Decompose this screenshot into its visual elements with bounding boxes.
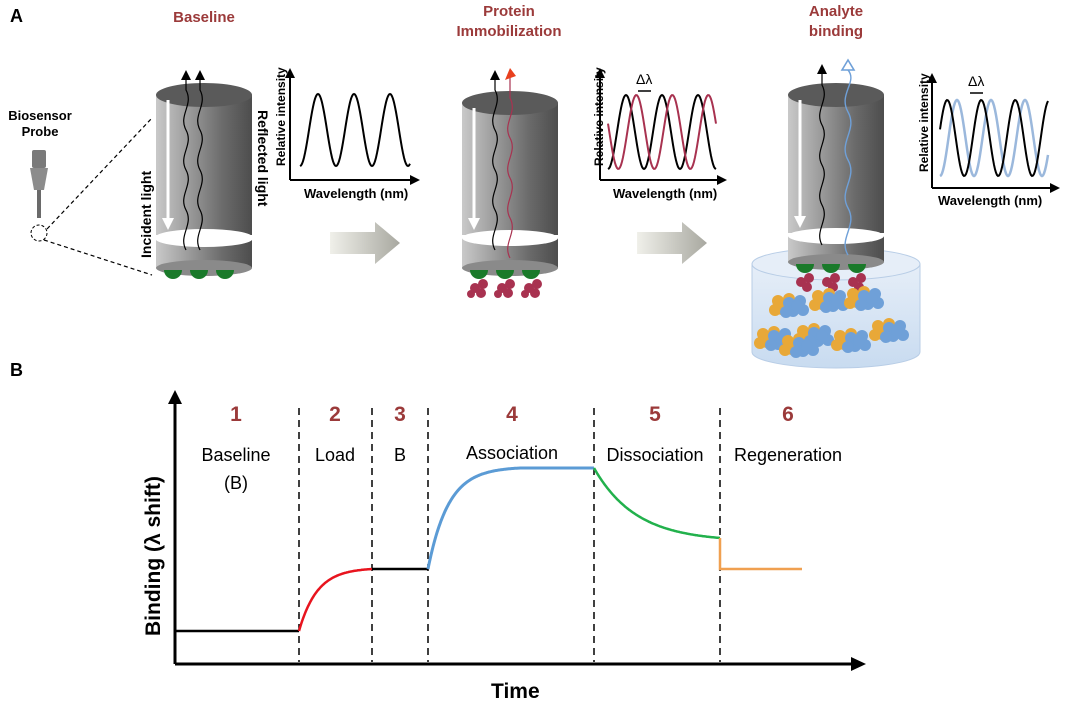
phase-1-name-line1: Baseline: [201, 445, 270, 465]
process-arrow-1: [330, 222, 400, 264]
biosensor-probe-icon: [30, 117, 153, 276]
incident-light-label: Incident light: [138, 171, 154, 258]
sensor-tip-analyte: [751, 58, 921, 369]
stage-title-analyte-line1: Analyte: [809, 3, 863, 20]
analyte-molecule-icon: [844, 286, 884, 311]
analyte-molecule-icon: [809, 288, 849, 313]
process-arrow-2: [637, 222, 707, 264]
phase-3-name: B: [394, 445, 406, 465]
curve-segment-dissociation: [592, 467, 721, 540]
plot2-xlabel: Wavelength (nm): [613, 186, 717, 201]
panel-b-letter: B: [10, 360, 23, 380]
sensor-tip-baseline: [155, 70, 253, 279]
analyte-molecule-icon: [831, 328, 871, 353]
plot3-xlabel: Wavelength (nm): [938, 193, 1042, 208]
phase-5-name: Dissociation: [606, 445, 703, 465]
stage-title-baseline: Baseline: [173, 9, 235, 26]
spectrum-plot-baseline: [285, 68, 420, 185]
analyte-molecule-icon: [869, 318, 909, 343]
spectrum-plot-protein: [595, 68, 727, 185]
phase-6-number: 6: [782, 403, 794, 426]
phase-4-name: Association: [466, 443, 558, 463]
phase-1-number: 1: [230, 403, 242, 426]
probe-label-line2: Probe: [22, 124, 59, 139]
panel-a-letter: A: [10, 6, 23, 26]
phase-5-number: 5: [649, 403, 661, 426]
plot3-shift-label: Δλ: [968, 73, 984, 89]
curve-segment-regeneration: [718, 538, 802, 571]
sensor-tip-protein: [462, 68, 558, 298]
curve-segment-load: [297, 567, 373, 632]
stage-title-protein-line1: Protein: [483, 3, 535, 20]
stage-title-protein-line2: Immobilization: [457, 23, 562, 40]
analyte-molecule-icon: [779, 333, 819, 358]
sensorgram-axes: [168, 390, 866, 671]
stage-title-analyte-line2: binding: [809, 23, 863, 40]
plot3-ylabel: Relative intensity: [917, 73, 931, 172]
phase-6-name: Regeneration: [734, 445, 842, 465]
plot1-xlabel: Wavelength (nm): [304, 186, 408, 201]
phase-1-name-line2: (B): [224, 473, 248, 493]
reflected-light-label: Reflected light: [255, 110, 271, 207]
phase-4-number: 4: [506, 403, 518, 426]
plot1-ylabel: Relative intensity: [274, 67, 288, 166]
sensorgram-xlabel: Time: [491, 680, 540, 703]
curve-segment-association: [426, 466, 594, 570]
phase-2-number: 2: [329, 403, 341, 426]
probe-label-line1: Biosensor: [8, 108, 72, 123]
phase-3-number: 3: [394, 403, 406, 426]
plot2-shift-label: Δλ: [636, 71, 652, 87]
plot2-ylabel: Relative intensity: [592, 67, 606, 166]
spectrum-plot-analyte: [927, 73, 1060, 193]
analyte-molecule-icon: [769, 293, 809, 318]
phase-dividers: [298, 408, 721, 662]
phase-2-name: Load: [315, 445, 355, 465]
sensorgram-ylabel: Binding (λ shift): [142, 476, 165, 636]
